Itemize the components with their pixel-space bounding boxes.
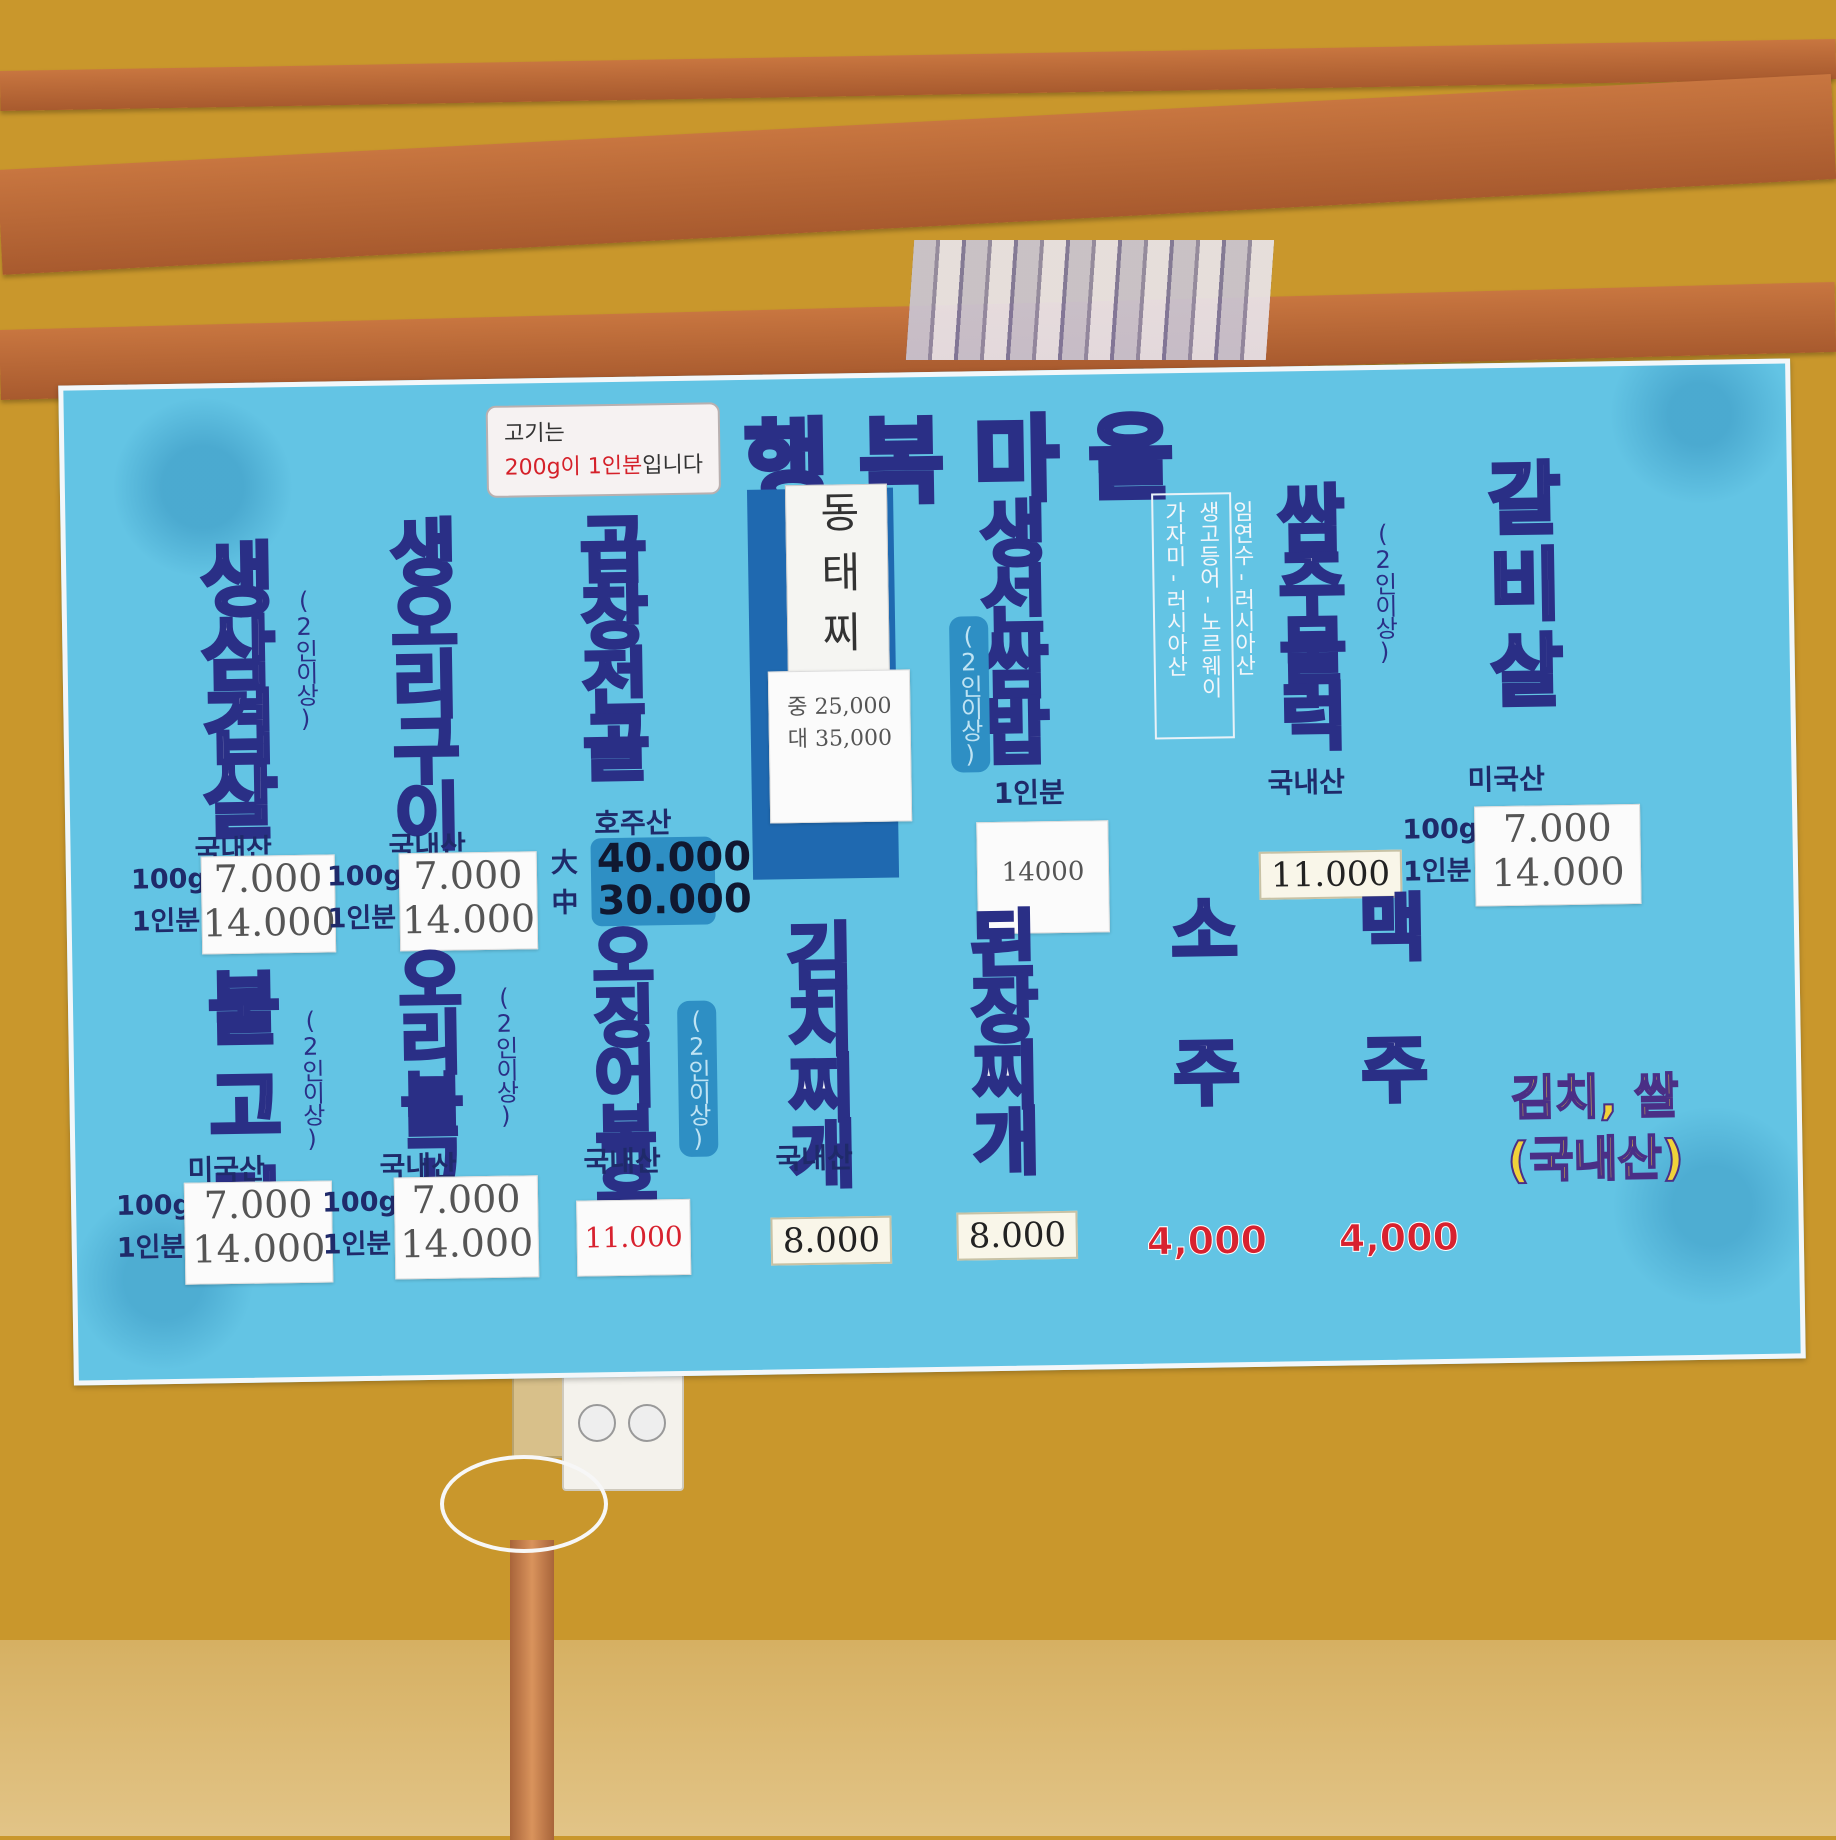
min-order-note: (2인이상) — [1368, 519, 1399, 665]
ceiling-tile — [905, 240, 1275, 360]
unit-label-1p: 1인분 — [327, 902, 397, 935]
menu-name-soju: 소주 — [1153, 890, 1245, 1179]
size-big-label: 大 — [550, 847, 579, 879]
mid-label: 중 — [787, 694, 808, 721]
price-text: 4,000 — [1146, 1217, 1268, 1264]
price-1p: 14.000 — [192, 1225, 326, 1272]
price-card: 7.000 14.000 — [183, 1180, 334, 1285]
origin-label: 국내산 — [583, 1144, 662, 1179]
price-card: 7.000 14.000 — [1474, 803, 1642, 907]
unit-label-1p: 1인분 — [1402, 855, 1472, 888]
fish-origin-text: 임연수 - 러시아산 생고등어 - 노르웨이 가자미 - 러시아산 — [1155, 500, 1260, 700]
fish-origin-strip: 임연수 - 러시아산 생고등어 - 노르웨이 가자미 - 러시아산 — [1151, 492, 1256, 740]
price-mid: 25,000 — [814, 693, 892, 720]
note-line-2: 200g이 1인분입니다 — [504, 449, 703, 486]
size-mid-label: 中 — [551, 887, 579, 919]
price-text: 4,000 — [1338, 1214, 1460, 1261]
price-big: 35,000 — [814, 725, 893, 752]
price-100g: 7.000 — [213, 855, 323, 902]
menu-name-galbisal: 갈비살 — [1470, 455, 1568, 718]
big-label: 대 — [787, 726, 809, 753]
unit-label: 1인분 — [993, 775, 1066, 811]
min-order-note: (2인이상) — [676, 1000, 719, 1158]
unit-label-100g: 100g — [321, 1186, 399, 1219]
min-order-note: (2인이상) — [296, 1006, 327, 1151]
unit-label-100g: 100g — [115, 1189, 193, 1222]
min-order-note: (2인이상) — [489, 983, 520, 1128]
unit-label-1p: 1인분 — [116, 1231, 186, 1264]
origin-line-3: 가자미 - 러시아산 — [1160, 500, 1188, 678]
menu-board: 고기는 200g이 1인분입니다 행복마을 생삼겹살 (2인이상) 국내산 10… — [58, 358, 1806, 1386]
menu-name-gopchang: 곱창전골 — [562, 509, 654, 778]
menu-name-ori-gui: 생오리구이 — [372, 512, 465, 847]
price-card: 11.000 — [576, 1198, 692, 1277]
price-row-mid: 중 25,000 — [769, 690, 909, 724]
footnote-line-2: (국내산) — [1506, 1129, 1685, 1190]
price: 11.000 — [584, 1219, 683, 1255]
price-card: 중 25,000 대 35,000 — [767, 669, 913, 824]
price-1p: 14.000 — [399, 1220, 534, 1267]
price-card: 7.000 14.000 — [398, 851, 539, 952]
note-rest-text: 입니다 — [642, 452, 704, 479]
price-1p: 14.000 — [1491, 849, 1625, 896]
note-line-1: 고기는 — [503, 420, 565, 447]
price-100g: 7.000 — [413, 852, 523, 899]
menu-name-doenjang-jjigae: 된장찌개 — [953, 903, 1045, 1172]
price-row-big: 대 35,000 — [770, 722, 910, 756]
power-cord — [440, 1455, 608, 1553]
menu-name-samgyeopsal: 생삼겹살 — [182, 535, 284, 836]
price-badge: 40.000 30.000 — [590, 833, 753, 927]
note-red-text: 200g이 1인분 — [504, 453, 643, 481]
price-100g: 7.000 — [1502, 805, 1613, 852]
floor-area — [0, 1640, 1836, 1836]
origin-line-1: 임연수 - 러시아산 — [1228, 499, 1256, 677]
origin-label: 국내산 — [1267, 765, 1346, 800]
menu-name-jumulleok: 쌈주물럭 — [1260, 478, 1352, 747]
unit-label-1p: 1인분 — [131, 905, 201, 938]
min-order-note: (2인이상) — [948, 616, 991, 773]
menu-name-maekju: 맥주 — [1341, 887, 1433, 1176]
portion-note: 고기는 200g이 1인분입니다 — [485, 402, 722, 498]
origin-label: 국내산 — [775, 1141, 854, 1176]
origin-label: 미국산 — [1467, 762, 1546, 797]
price-1p: 14.000 — [401, 896, 536, 943]
wall-pipe — [510, 1540, 554, 1840]
unit-label-100g: 100g — [326, 860, 403, 893]
price-mid: 30.000 — [597, 875, 753, 925]
price-100g: 7.000 — [411, 1176, 521, 1223]
price-tag: 8.000 — [956, 1210, 1079, 1261]
unit-label-100g: 100g — [1402, 813, 1479, 846]
origin-line-2: 생고등어 - 노르웨이 — [1194, 500, 1223, 699]
knob-icon — [578, 1404, 616, 1442]
footnote-line-1: 김치, 쌀 — [1509, 1067, 1679, 1128]
price-big: 40.000 — [596, 833, 752, 883]
price: 14000 — [1001, 856, 1085, 888]
price-card: 7.000 14.000 — [200, 854, 337, 955]
price-card: 7.000 14.000 — [393, 1175, 540, 1280]
unit-label-100g: 100g — [130, 863, 207, 896]
price-100g: 7.000 — [203, 1181, 313, 1228]
price-1p: 14.000 — [202, 899, 337, 946]
min-order-note: (2인이상) — [289, 586, 320, 732]
knob-icon — [628, 1404, 666, 1442]
origin-footnote: 김치, 쌀 (국내산) — [1494, 1065, 1696, 1192]
unit-label-1p: 1인분 — [322, 1228, 392, 1261]
price-tag: 8.000 — [770, 1215, 893, 1266]
